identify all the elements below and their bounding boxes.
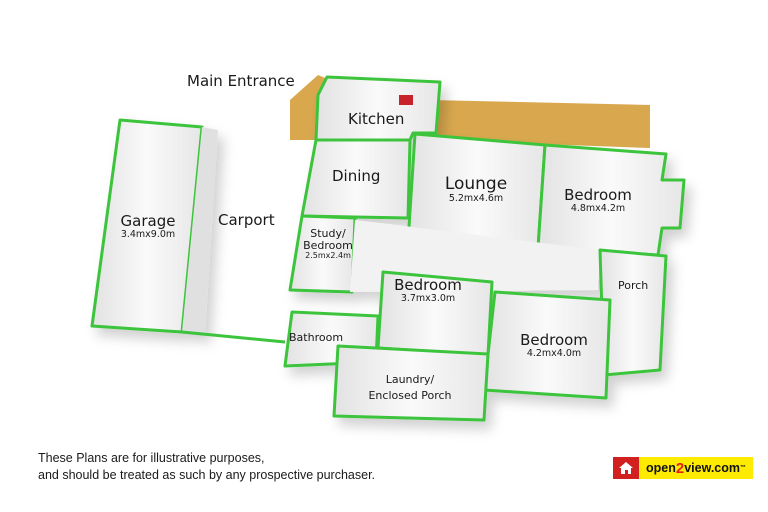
study-name-line2: Bedroom [303, 239, 353, 253]
porch-label: Porch [618, 279, 649, 292]
lounge-name: Lounge [444, 174, 508, 194]
dining-label: Dining [332, 167, 381, 185]
deck [430, 100, 650, 148]
study-name-line1: Study/ [310, 227, 346, 240]
garage-label: Garage 3.4mx9.0m [110, 213, 186, 240]
bedroom-mid-name: Bedroom [394, 276, 462, 294]
disclaimer-line2: and should be treated as such by any pro… [38, 468, 376, 482]
bedroom-ne-name: Bedroom [564, 186, 632, 204]
disclaimer-line1: These Plans are for illustrative purpose… [38, 451, 265, 465]
bedroom-ne-label: Bedroom 4.8mx4.2m [556, 187, 640, 214]
laundry-label: Laundry/ Enclosed Porch [360, 372, 460, 404]
laundry-name-line2: Enclosed Porch [368, 389, 452, 402]
bedroom-mid-dims: 3.7mx3.0m [400, 292, 456, 304]
logo-view: view.com [684, 461, 740, 475]
garage-dims: 3.4mx9.0m [120, 228, 176, 240]
lounge-dims: 5.2mx4.6m [448, 192, 504, 204]
lounge-label: Lounge 5.2mx4.6m [436, 175, 516, 204]
carport-label: Carport [218, 211, 275, 229]
logo-open: open [645, 461, 676, 475]
kitchen-label: Kitchen [348, 110, 405, 128]
disclaimer: These Plans are for illustrative purpose… [38, 450, 375, 484]
laundry-name-line1: Laundry/ [385, 373, 435, 386]
bathroom-label: Bathroom [289, 331, 344, 344]
house-icon [613, 457, 639, 479]
bedroom-se-name: Bedroom [520, 331, 588, 349]
bedroom-se-label: Bedroom 4.2mx4.0m [512, 332, 596, 359]
stove [399, 95, 413, 105]
logo-two: 2 [675, 459, 685, 477]
study-dims: 2.5mx2.4m [305, 251, 351, 261]
kitchen-room [314, 75, 442, 142]
laundry-room [332, 344, 490, 422]
study-room [288, 214, 357, 294]
logo-tm: ™ [740, 465, 746, 471]
carport-room [182, 127, 218, 335]
bedroom-mid-label: Bedroom 3.7mx3.0m [388, 277, 468, 304]
study-label: Study/ Bedroom 2.5mx2.4m [298, 227, 358, 261]
garage-name: Garage [120, 212, 176, 230]
main-entrance-label: Main Entrance [187, 72, 295, 90]
dining-room [300, 138, 412, 220]
bedroom-ne-dims: 4.8mx4.2m [570, 202, 626, 214]
bedroom-se-dims: 4.2mx4.0m [526, 347, 582, 359]
